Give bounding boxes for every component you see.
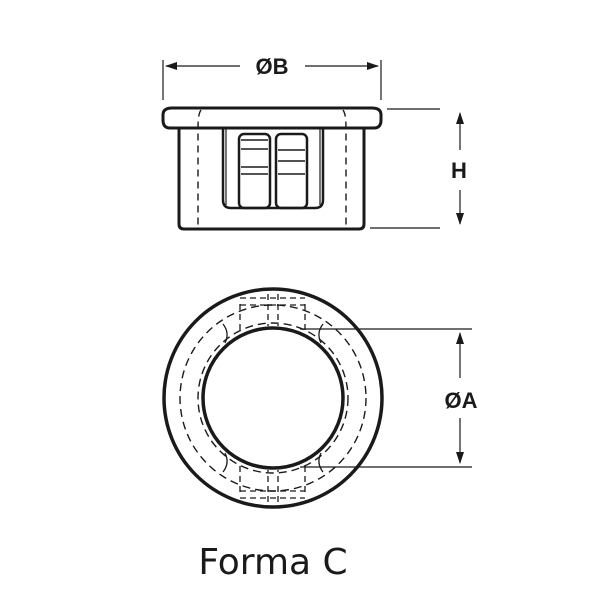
window-outline bbox=[221, 128, 325, 210]
hidden-line-left bbox=[197, 109, 202, 229]
hidden-circle-inner bbox=[197, 322, 349, 474]
side-view bbox=[161, 60, 464, 231]
latch-right bbox=[274, 132, 309, 210]
dimension-label-b: ØB bbox=[256, 54, 289, 79]
hidden-circle-outer bbox=[179, 304, 367, 492]
outer-ring bbox=[162, 287, 384, 509]
latch-left bbox=[237, 132, 272, 210]
caption: Forma C bbox=[198, 542, 347, 583]
dimension-label-a: ØA bbox=[445, 388, 478, 413]
body-outline bbox=[177, 128, 366, 231]
flange-outline bbox=[161, 106, 383, 130]
hidden-line-right bbox=[342, 109, 347, 229]
dimension-label-h: H bbox=[451, 158, 467, 183]
top-view bbox=[162, 287, 472, 509]
inner-hole bbox=[201, 326, 345, 470]
